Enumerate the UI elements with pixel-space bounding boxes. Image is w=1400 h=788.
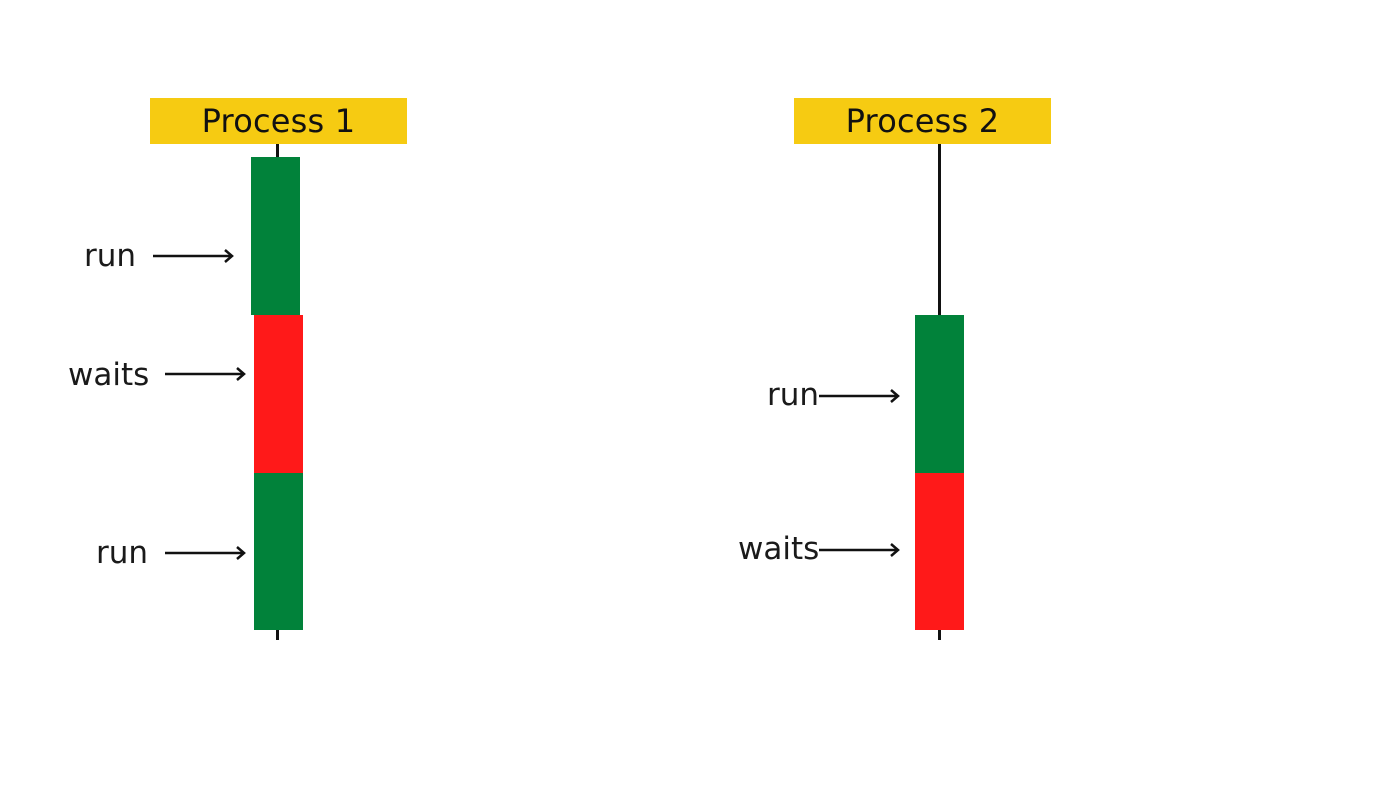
process-1-waits-segment bbox=[254, 315, 303, 473]
process-2-title: Process 2 bbox=[794, 98, 1051, 144]
arrow-right-icon bbox=[165, 546, 246, 560]
process-1-title: Process 1 bbox=[150, 98, 407, 144]
process-1-run-segment-1 bbox=[251, 157, 300, 315]
process-1-label-waits: waits bbox=[68, 357, 150, 393]
process-1-label-run-2: run bbox=[96, 535, 149, 571]
arrow-right-icon bbox=[153, 249, 234, 263]
arrow-right-icon bbox=[165, 367, 246, 381]
process-2-run-segment bbox=[915, 315, 964, 473]
process-2-label-run: run bbox=[767, 377, 820, 413]
process-2-waits-segment bbox=[915, 473, 964, 630]
process-1-label-run-1: run bbox=[84, 238, 137, 274]
process-2-label-waits: waits bbox=[738, 531, 820, 567]
arrow-right-icon bbox=[819, 389, 900, 403]
process-1-run-segment-2 bbox=[254, 473, 303, 630]
arrow-right-icon bbox=[819, 543, 900, 557]
